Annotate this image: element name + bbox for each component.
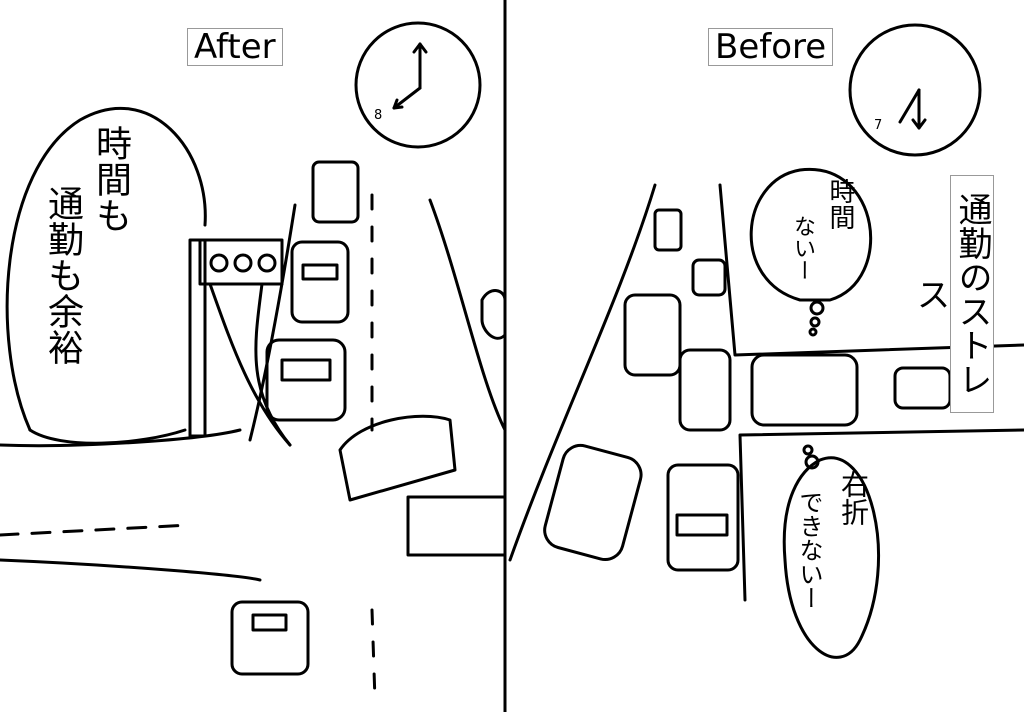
thought-bubble-bottom (782, 444, 880, 659)
before-clock (848, 23, 982, 157)
traffic-light (188, 238, 292, 447)
before-bubble-top-text-2: ないー (790, 215, 815, 281)
cars-after (230, 160, 507, 676)
after-thought-text-1: 時間も (90, 125, 131, 233)
road-before (508, 183, 1024, 602)
before-clock-number: 7 (874, 118, 883, 133)
after-clock (354, 21, 482, 149)
stress-caption: 通勤のストレス (910, 175, 994, 413)
after-clock-number: 8 (374, 108, 383, 123)
before-bubble-top-text-1: 時間 (825, 178, 855, 230)
before-bubble-bottom-text-2: できないー (795, 490, 823, 610)
thought-bubble-top (749, 168, 873, 337)
road-after (0, 193, 507, 702)
after-thought-text-2: 通勤も余裕 (42, 185, 83, 365)
cars-before (543, 208, 952, 572)
after-title: After (187, 28, 283, 66)
before-bubble-bottom-text-1: 右折 (837, 470, 870, 526)
before-title: Before (708, 28, 834, 66)
